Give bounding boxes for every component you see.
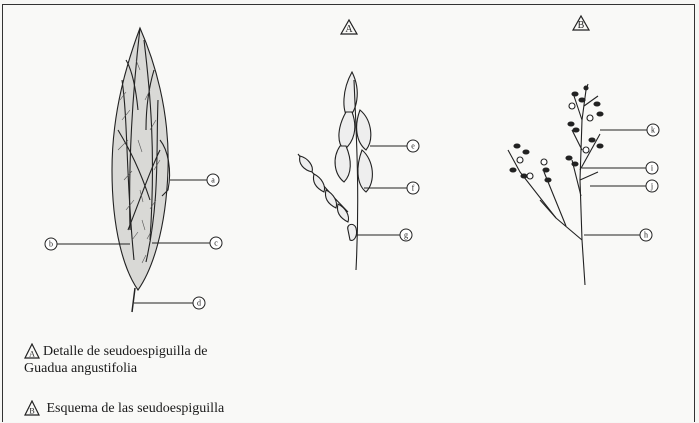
- left-label-b: b: [45, 238, 57, 250]
- svg-text:h: h: [644, 231, 648, 240]
- caption-b-triangle-icon: B: [24, 400, 40, 416]
- svg-text:f: f: [412, 184, 415, 193]
- middle-label-e: e: [407, 140, 419, 152]
- caption-b: B Esquema de las seudoespiguilla: [24, 400, 224, 417]
- spikelet-drawing: [112, 28, 170, 312]
- right-label-k: k: [647, 124, 659, 136]
- svg-text:c: c: [214, 239, 218, 248]
- left-label-c: c: [210, 237, 222, 249]
- panel-a-marker: A: [341, 20, 357, 35]
- svg-text:g: g: [404, 231, 408, 240]
- svg-text:j: j: [650, 182, 653, 191]
- right-label-j: j: [646, 180, 658, 192]
- svg-text:A: A: [29, 350, 35, 359]
- caption-b-line1: Esquema de las seudoespiguilla: [47, 401, 225, 416]
- svg-text:k: k: [651, 126, 655, 135]
- svg-text:d: d: [197, 299, 201, 308]
- caption-a-triangle-icon: A: [24, 343, 40, 359]
- panel-a-letter: A: [345, 24, 353, 35]
- right-leader-lines: [582, 130, 647, 235]
- pseudospikelet-drawing: [298, 72, 372, 270]
- middle-label-g: g: [400, 229, 412, 241]
- svg-text:a: a: [211, 176, 215, 185]
- branching-scheme-drawing: [508, 84, 603, 285]
- panel-b-letter: B: [578, 20, 585, 31]
- caption-a-line1: Detalle de seudoespiguilla de: [43, 344, 207, 359]
- svg-text:b: b: [49, 240, 53, 249]
- caption-a: A Detalle de seudoespiguilla de Guadua a…: [24, 343, 207, 377]
- svg-text:B: B: [29, 407, 34, 416]
- panel-b-marker: B: [573, 16, 589, 31]
- caption-a-line2: Guadua angustifolia: [24, 360, 207, 377]
- middle-label-f: f: [407, 182, 419, 194]
- left-label-a: a: [207, 174, 219, 186]
- right-label-h: h: [640, 229, 652, 241]
- right-label-i: i: [646, 162, 658, 174]
- svg-text:e: e: [411, 142, 415, 151]
- left-label-d: d: [193, 297, 205, 309]
